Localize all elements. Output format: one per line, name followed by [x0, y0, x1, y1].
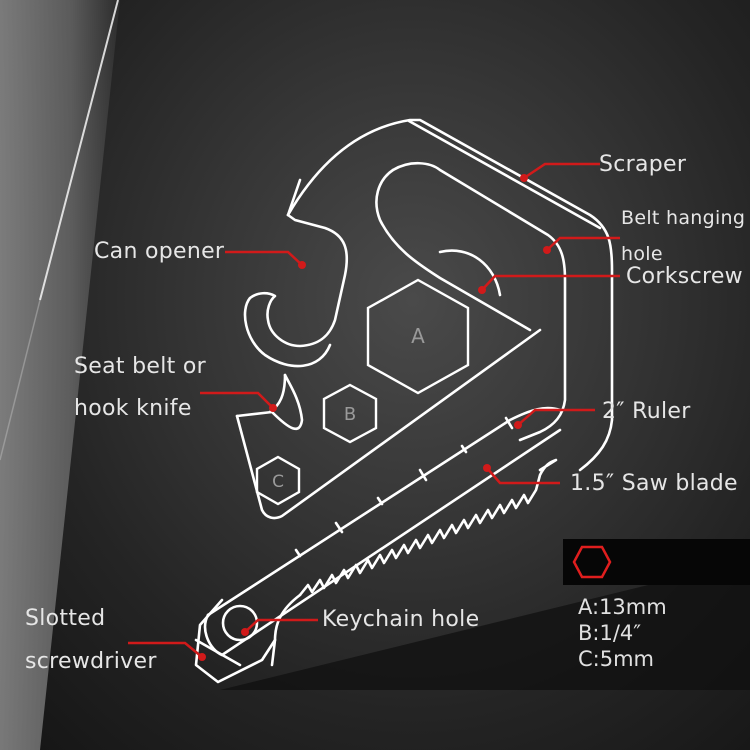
label-corkscrew: Corkscrew — [626, 264, 743, 289]
size-a: A:13mm — [578, 595, 667, 619]
hex-b — [322, 383, 378, 444]
label-scraper: Scraper — [599, 152, 687, 177]
screwdriver-end — [194, 598, 277, 684]
can-opener-outline — [243, 213, 349, 368]
callout-lines — [128, 162, 620, 658]
label-saw-blade: 1.5″ Saw blade — [570, 471, 738, 496]
keychain-hole — [221, 604, 259, 642]
corkscrew-outline — [438, 249, 502, 297]
tool-outer-edge — [286, 118, 614, 472]
hex-b-label: B — [344, 404, 356, 425]
callout-dots — [198, 174, 551, 661]
label-ruler: 2″ Ruler — [602, 399, 691, 424]
hex-a — [366, 278, 470, 395]
triangle-body — [235, 328, 542, 520]
label-keychain-hole: Keychain hole — [322, 607, 480, 632]
label-can-opener: Can opener — [94, 239, 225, 264]
ruler-ticks — [294, 416, 514, 558]
hexagon-icon — [572, 545, 612, 579]
label-hook-knife: hook knife — [74, 396, 192, 421]
label-belt-hanging-hole: hole — [621, 243, 663, 265]
hex-c — [255, 455, 301, 506]
belt-hanging-hole — [391, 161, 567, 442]
label-belt-hanging: Belt hanging — [621, 207, 746, 229]
label-slotted: Slotted — [25, 606, 106, 631]
size-c: C:5mm — [578, 647, 655, 671]
label-screwdriver: screwdriver — [25, 649, 157, 674]
hex-a-label: A — [411, 324, 425, 348]
hex-size-legend: A:13mm B:1/4″ C:5mm — [578, 594, 667, 672]
saw-blade-outline — [298, 458, 558, 597]
label-seat-belt: Seat belt or — [74, 354, 206, 379]
hex-c-label: C — [272, 472, 284, 492]
size-b: B:1/4″ — [578, 621, 642, 645]
